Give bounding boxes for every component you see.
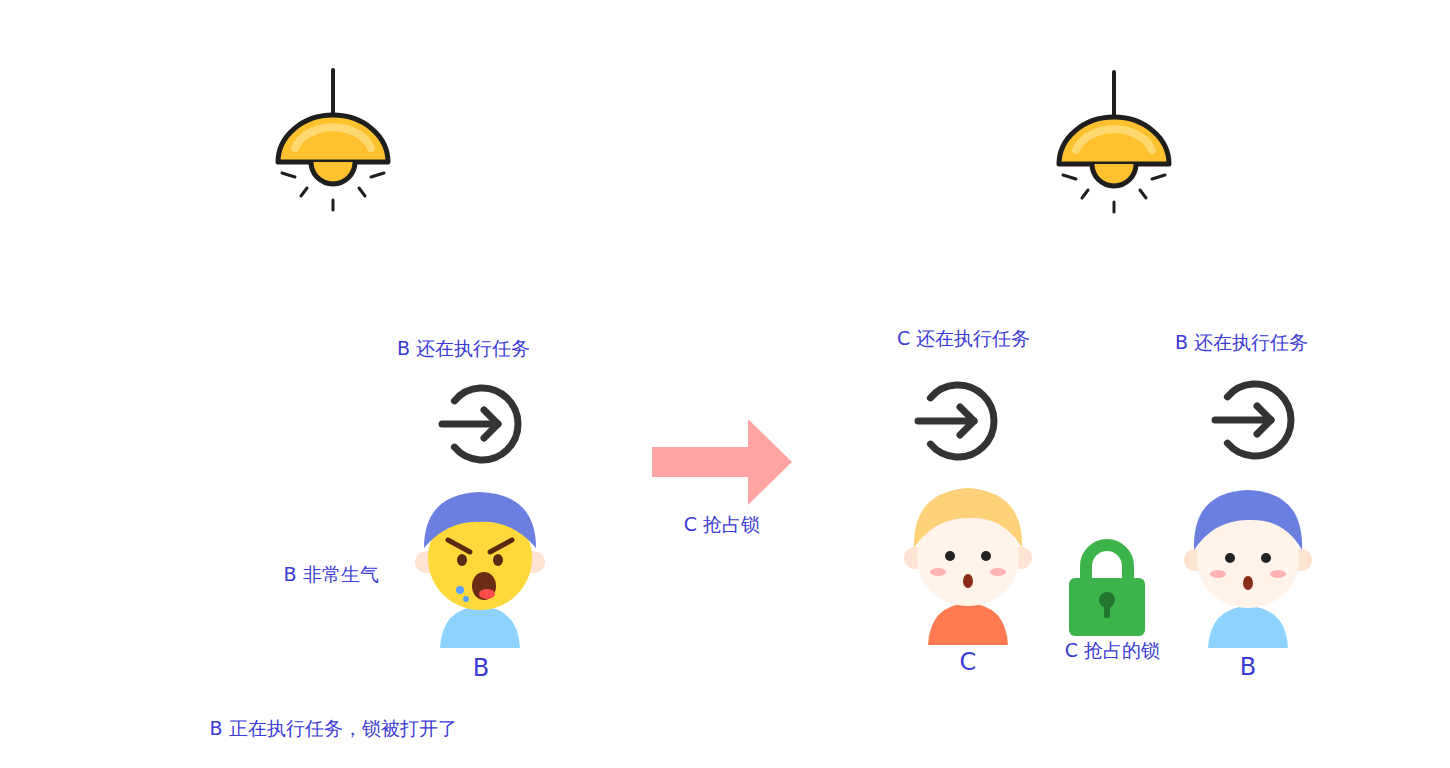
person-c bbox=[914, 488, 1022, 548]
house-note: B 还在执行任务 bbox=[1175, 331, 1308, 354]
person-c bbox=[990, 568, 1006, 576]
door-label: C 抢占的锁 bbox=[1065, 639, 1160, 662]
angry-person-b bbox=[428, 506, 532, 610]
person-c bbox=[1010, 547, 1032, 569]
node-outline bbox=[798, 70, 1430, 692]
node-outline bbox=[1040, 433, 1185, 662]
person-c bbox=[928, 603, 1008, 645]
node-outline bbox=[18, 65, 648, 688]
person-b bbox=[1225, 553, 1235, 563]
door-label: B 非常生气 bbox=[283, 563, 378, 586]
edge-label: C 抢占锁 bbox=[684, 513, 760, 536]
angry-person-b bbox=[493, 554, 503, 566]
house-shape: B 还在执行任务B 正在执行任务，锁被打开了B 非常生气 bbox=[18, 65, 648, 688]
person-b bbox=[1261, 553, 1271, 563]
person-b bbox=[1208, 606, 1288, 648]
house-note: B 还在执行任务 bbox=[397, 337, 530, 360]
person-b bbox=[1243, 576, 1253, 590]
angry-person-b bbox=[415, 492, 545, 648]
angry-person-b bbox=[415, 551, 437, 573]
person-b bbox=[1270, 570, 1286, 578]
enter-icon bbox=[918, 385, 994, 457]
person-c bbox=[930, 568, 946, 576]
person-c bbox=[917, 510, 1019, 606]
angry-person-b bbox=[448, 540, 470, 552]
angry-person-b bbox=[479, 589, 495, 599]
figure-name: B bbox=[1240, 653, 1256, 682]
figure-name: C bbox=[960, 648, 977, 677]
house-roof bbox=[820, 92, 1408, 320]
lock-icon bbox=[1104, 602, 1110, 618]
person-b bbox=[1290, 549, 1312, 571]
angry-person-b bbox=[523, 551, 545, 573]
house-caption: B 正在执行任务，锁被打开了 bbox=[209, 717, 456, 740]
house-roof bbox=[40, 87, 626, 315]
block-arrow bbox=[652, 419, 792, 505]
angry-person-b bbox=[456, 586, 464, 594]
figure-name: B bbox=[473, 654, 489, 683]
lock-icon bbox=[1069, 578, 1145, 636]
person-c bbox=[981, 551, 991, 561]
door-arch bbox=[258, 430, 404, 658]
angry-person-b bbox=[472, 572, 496, 600]
lock-icon bbox=[1069, 545, 1145, 636]
figure-name: B bbox=[473, 654, 489, 683]
house-shape: C 还在执行任务 B 还在执行任务 C 抢占的锁 bbox=[798, 70, 1430, 692]
person-c bbox=[904, 488, 1032, 645]
angry-person-b bbox=[490, 540, 512, 552]
person-c bbox=[945, 551, 955, 561]
house-note: C 还在执行任务 bbox=[897, 327, 1030, 350]
node-outline bbox=[258, 430, 404, 658]
lock-icon bbox=[1086, 545, 1128, 582]
person-b bbox=[1194, 490, 1302, 550]
door-shape: B 非常生气 bbox=[258, 430, 404, 658]
lamp-icon bbox=[1059, 72, 1169, 212]
house-note: B 还在执行任务 bbox=[397, 337, 530, 360]
house-body bbox=[101, 305, 566, 688]
figure-name: C bbox=[960, 648, 977, 677]
lamp-icon bbox=[278, 70, 388, 210]
angry-person-b bbox=[424, 492, 536, 548]
person-c bbox=[963, 574, 973, 588]
door-label: B 非常生气 bbox=[283, 563, 378, 586]
person-b bbox=[1210, 570, 1226, 578]
door-shape: C 抢占的锁 bbox=[1040, 433, 1185, 662]
angry-person-b bbox=[463, 596, 469, 602]
house-caption: B 正在执行任务，锁被打开了 bbox=[209, 717, 456, 740]
person-b bbox=[1184, 549, 1206, 571]
house-body bbox=[882, 310, 1347, 692]
angry-person-b bbox=[440, 606, 520, 648]
house-note: B 还在执行任务 bbox=[1175, 331, 1308, 354]
figure-name: B bbox=[1240, 653, 1256, 682]
person-c bbox=[904, 547, 926, 569]
lock-icon bbox=[1099, 592, 1115, 608]
house-note: C 还在执行任务 bbox=[897, 327, 1030, 350]
enter-icon bbox=[442, 388, 518, 460]
edge-label: C 抢占锁 bbox=[684, 513, 760, 536]
door-label: C 抢占的锁 bbox=[1065, 639, 1160, 662]
person-b bbox=[1197, 512, 1299, 608]
enter-icon bbox=[1215, 384, 1291, 456]
person-b bbox=[1184, 490, 1312, 648]
door-arch bbox=[1040, 433, 1185, 662]
angry-person-b bbox=[457, 554, 467, 566]
